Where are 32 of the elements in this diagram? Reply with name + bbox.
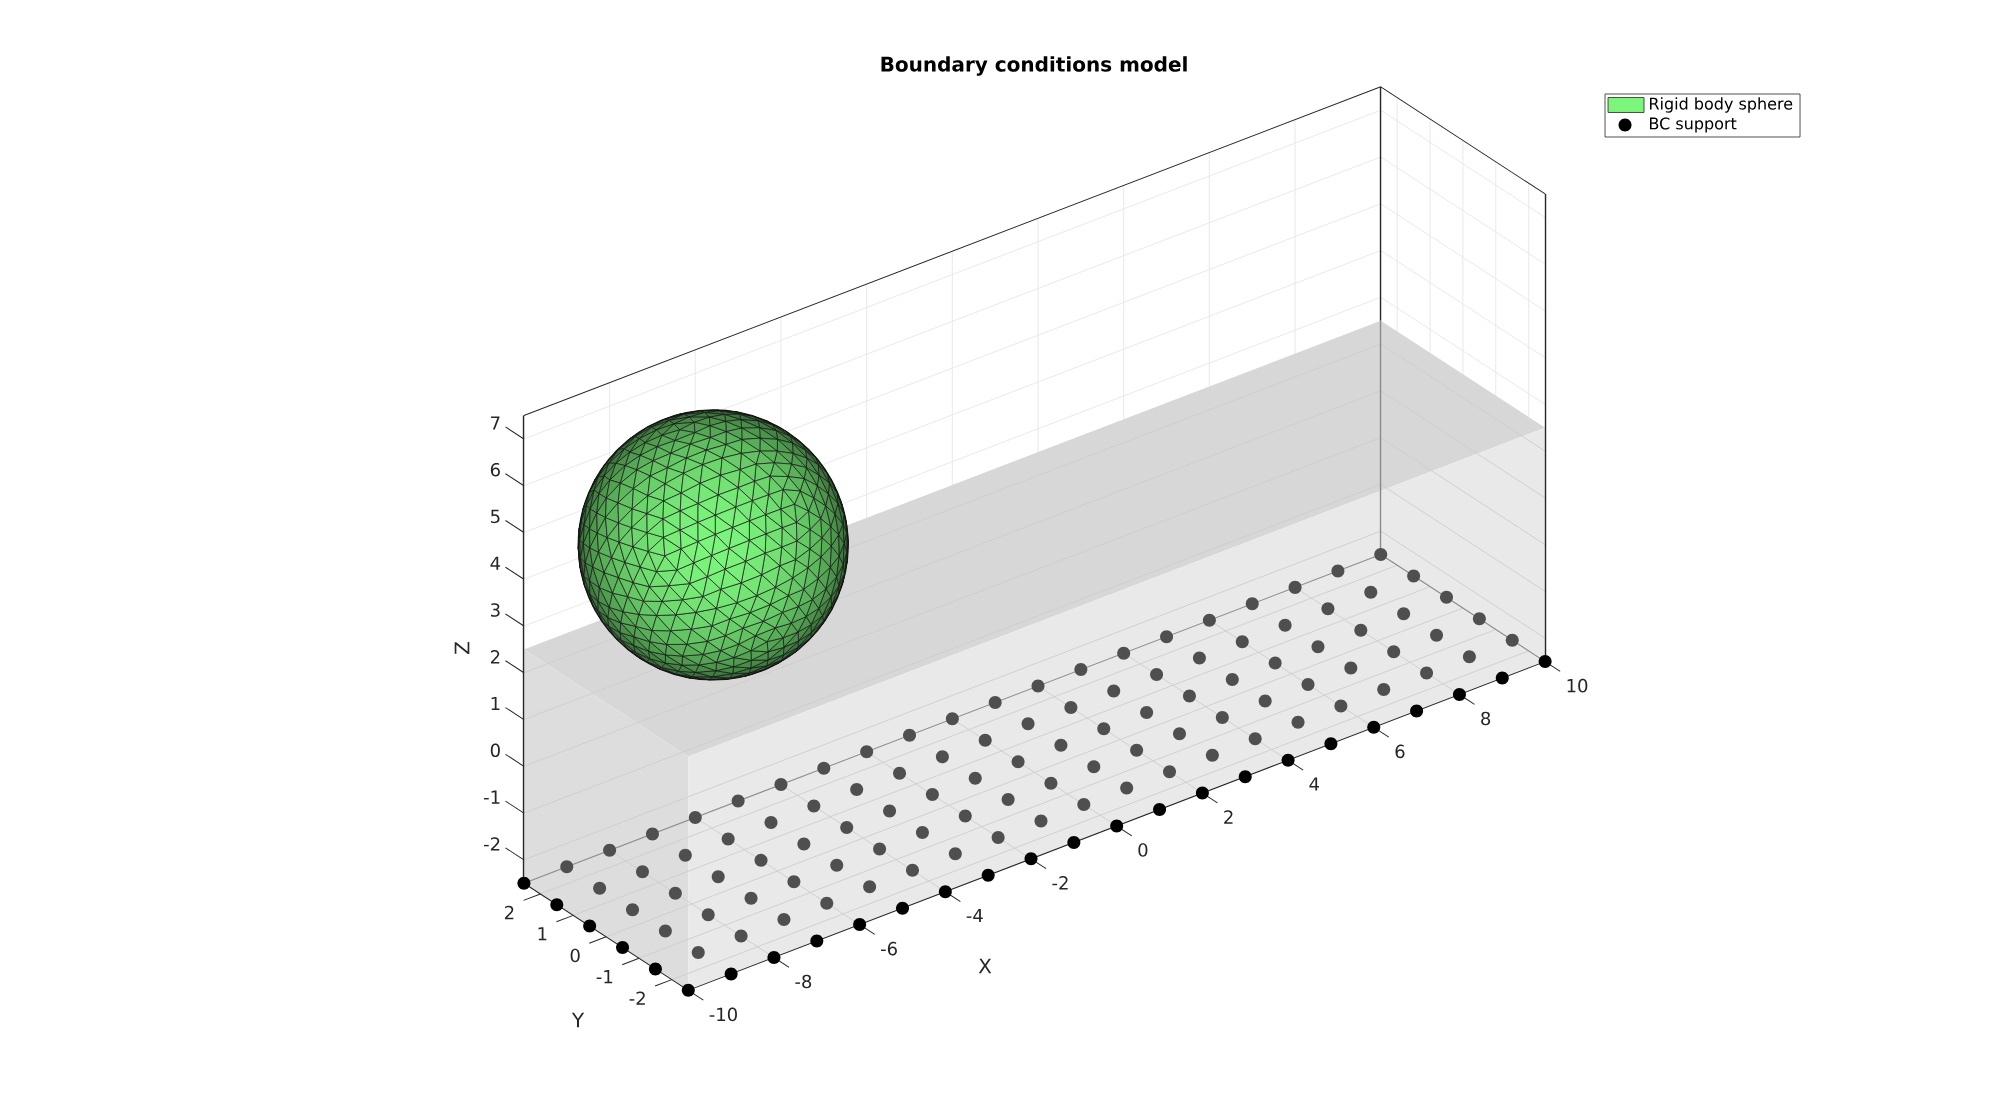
tick-label: 4 [1309,777,1319,791]
tick-label: -2 [484,837,500,851]
tick-label: 7 [491,416,500,430]
tick-label: -10 [709,1007,737,1022]
tick-label: 0 [490,743,500,758]
tick-label: 2 [1224,810,1233,824]
legend-label: BC support [1650,117,1737,133]
tick-label: 6 [490,462,500,477]
axis-label: Z [454,642,470,654]
tick-label: 10 [1567,678,1588,693]
tick-label: 1 [491,697,500,711]
tick-label: -1 [484,790,500,804]
tick-label: 5 [491,509,500,524]
tick-label: 2 [490,650,500,664]
tick-label: -2 [629,991,645,1005]
tick-label: -2 [1052,876,1068,890]
tick-label: -8 [795,974,812,989]
tick-label: 1 [538,927,547,941]
title: Boundary conditions model [881,56,1187,76]
axis-label: X [978,958,992,974]
tick-label: -1 [596,970,613,984]
tick-label: 4 [490,556,501,570]
legend-label: Rigid body sphere [1650,97,1793,113]
tick-label: 0 [570,948,580,963]
tick-label: -4 [966,908,983,923]
tick-label: -6 [881,941,897,956]
axis-label: Y [571,1012,585,1028]
tick-label: 3 [491,603,500,617]
tick-label: 6 [1395,744,1405,759]
tick-label: 8 [1481,711,1491,726]
tick-label: 0 [1138,843,1148,857]
tick-label: 2 [505,905,514,920]
